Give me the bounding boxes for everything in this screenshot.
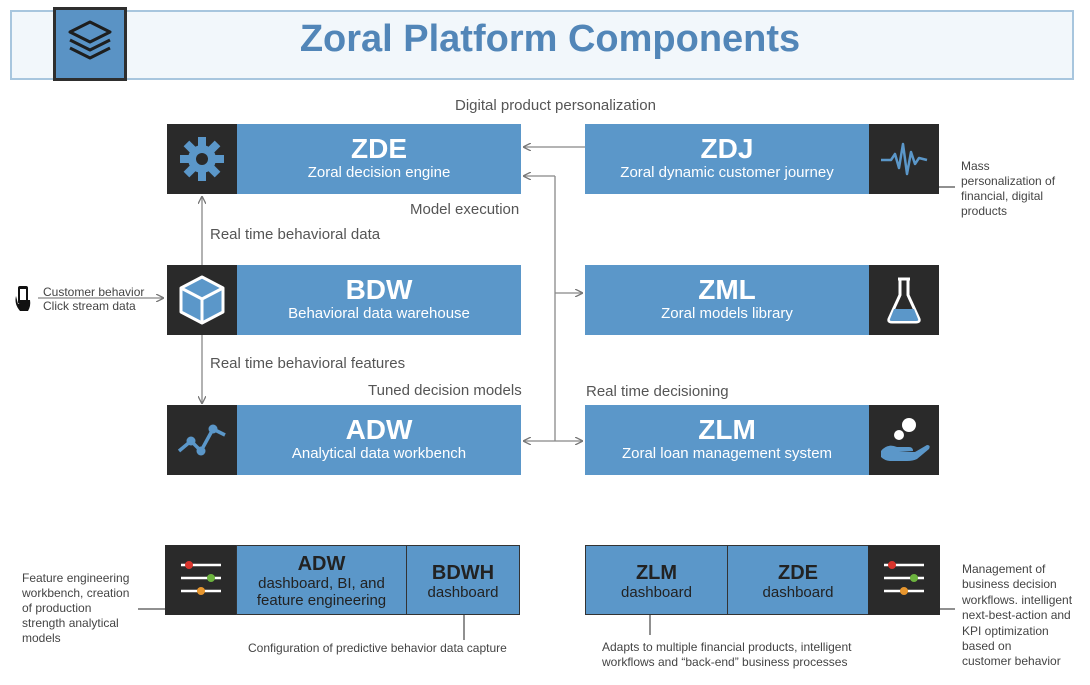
zlm-dash-code: ZLM <box>635 562 678 584</box>
label-tuned-models: Tuned decision models <box>368 382 522 399</box>
note-mgmt-6: based on <box>962 639 1012 653</box>
label-rt-behavioral-data: Real time behavioral data <box>210 226 381 243</box>
label-digital-personalization: Digital product personalization <box>455 97 656 114</box>
page-title: Zoral Platform Components <box>299 18 801 60</box>
adw-name: Analytical data workbench <box>291 445 467 462</box>
bdw-icon-box <box>167 265 237 335</box>
zde-dash-line1: dashboard <box>762 584 834 601</box>
note-mgmt-1: Management of <box>962 562 1046 576</box>
zlm-dashboard[interactable]: ZLM dashboard <box>585 545 728 615</box>
zlm-code: ZLM <box>698 414 756 445</box>
zde-dash-code: ZDE <box>778 562 818 584</box>
adw-code: ADW <box>345 414 413 445</box>
zml-block[interactable]: ZML Zoral models library <box>585 265 869 335</box>
label-customer-behavior: Customer behavior <box>43 285 145 299</box>
adw-dash-line2: feature engineering <box>256 592 387 609</box>
sliders-icon <box>181 561 221 595</box>
flask-icon <box>887 277 921 324</box>
note-fe-1: Feature engineering <box>22 571 130 585</box>
note-mgmt-4: next-best-action and <box>962 608 1071 622</box>
line-chart-icon <box>177 424 226 456</box>
cube-icon <box>179 275 225 325</box>
zlm-dash-line1: dashboard <box>621 584 692 601</box>
zdj-code: ZDJ <box>700 133 754 164</box>
adw-dash-line1: dashboard, BI, and <box>258 575 385 592</box>
zde-name: Zoral decision engine <box>307 164 451 181</box>
bdw-name: Behavioral data warehouse <box>288 305 470 322</box>
gear-icon <box>180 137 224 181</box>
bdwh-dashboard[interactable]: BDWH dashboard <box>406 545 520 615</box>
note-fe-3: of production <box>22 601 92 615</box>
hand-phone-icon <box>15 286 31 311</box>
zlm-icon-box <box>869 405 939 475</box>
logo <box>53 7 127 81</box>
zde-code: ZDE <box>351 133 407 164</box>
note-mass-2: personalization of <box>961 174 1056 188</box>
note-adapt-2: workflows and “back-end” business proces… <box>602 655 848 669</box>
zdj-name: Zoral dynamic customer journey <box>620 164 834 181</box>
note-mgmt-2: business decision <box>962 577 1057 591</box>
bdw-code: BDW <box>345 274 413 305</box>
bdwh-dash-code: BDWH <box>431 562 495 584</box>
zlm-block[interactable]: ZLM Zoral loan management system <box>585 405 869 475</box>
adw-block[interactable]: ADW Analytical data workbench <box>237 405 521 475</box>
left-sliders-box <box>165 545 237 615</box>
zml-code: ZML <box>698 274 756 305</box>
note-fe-2: workbench, creation <box>22 586 130 600</box>
sliders-icon <box>884 561 924 595</box>
layers-icon <box>68 20 112 60</box>
note-mgmt-5: KPI optimization <box>962 624 1049 638</box>
pulse-icon <box>881 142 928 176</box>
adw-dash-code: ADW <box>297 553 346 575</box>
adw-dashboard[interactable]: ADW dashboard, BI, and feature engineeri… <box>236 545 407 615</box>
note-mgmt-3: workflows. intelligent <box>962 593 1073 607</box>
note-mass-4: products <box>961 204 1008 218</box>
note-mass-1: Mass <box>961 159 990 173</box>
label-rt-decisioning: Real time decisioning <box>586 383 729 400</box>
zdj-icon-box <box>869 124 939 194</box>
zde-block[interactable]: ZDE Zoral decision engine <box>237 124 521 194</box>
right-sliders-box <box>868 545 940 615</box>
note-config: Configuration of predictive behavior dat… <box>248 641 507 655</box>
zde-icon-box <box>167 124 237 194</box>
label-click-stream: Click stream data <box>43 299 136 313</box>
label-model-execution: Model execution <box>410 201 520 218</box>
zdj-block[interactable]: ZDJ Zoral dynamic customer journey <box>585 124 869 194</box>
note-fe-5: models <box>22 631 61 645</box>
adw-icon-box <box>167 405 237 475</box>
zlm-name: Zoral loan management system <box>621 445 833 462</box>
hand-coins-icon <box>881 418 930 461</box>
bdw-block[interactable]: BDW Behavioral data warehouse <box>237 265 521 335</box>
bdwh-dash-line1: dashboard <box>427 584 499 601</box>
label-rt-behavioral-features: Real time behavioral features <box>210 355 406 372</box>
zml-icon-box <box>869 265 939 335</box>
note-mgmt-7: customer behavior <box>962 654 1061 668</box>
note-adapt-1: Adapts to multiple financial products, i… <box>602 640 852 654</box>
zde-dashboard[interactable]: ZDE dashboard <box>727 545 869 615</box>
header-banner <box>10 10 1074 80</box>
note-fe-4: strength analytical <box>22 616 119 630</box>
zml-name: Zoral models library <box>661 305 793 322</box>
note-mass-3: financial, digital <box>961 189 1044 203</box>
